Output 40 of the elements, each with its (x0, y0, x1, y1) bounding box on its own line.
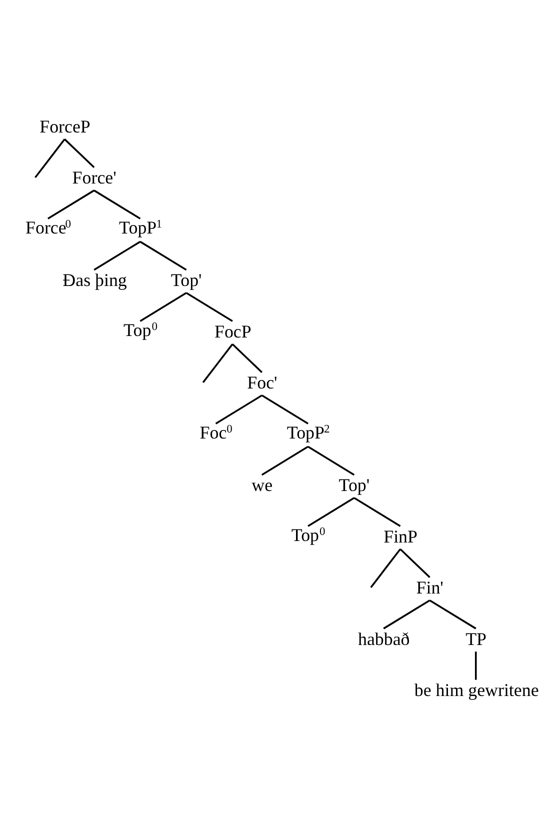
connector (474, 651, 477, 680)
node-text: TP (466, 628, 487, 648)
connector (94, 240, 141, 270)
connector (140, 292, 187, 322)
connector (308, 445, 355, 476)
node-text: FinP (384, 526, 418, 546)
node-text: ForceP (40, 116, 90, 136)
connector (140, 240, 187, 270)
connector (308, 496, 355, 526)
connector (429, 599, 476, 629)
node-text: we (252, 474, 273, 495)
connector (261, 394, 308, 424)
node-text: Top$^{0}$ (291, 524, 326, 545)
node-text: Force' (72, 167, 116, 188)
connector (400, 548, 430, 578)
connector (186, 292, 233, 322)
connector (232, 343, 263, 372)
connector (48, 189, 95, 219)
connector (94, 189, 141, 219)
node-text: Fin' (416, 577, 444, 598)
node-text: be him gewritene (414, 680, 539, 700)
connector (64, 138, 95, 168)
node-text: Foc$^{0}$ (200, 422, 232, 442)
node-text: Top' (338, 474, 370, 495)
node-text: Foc' (247, 372, 278, 392)
node-text: Đas þing (62, 270, 127, 290)
node-text: TopP$^{2}$ (286, 422, 330, 442)
connector (370, 548, 401, 588)
node-text: Top' (170, 270, 202, 290)
node-text: habbað (358, 628, 410, 648)
connector (383, 599, 430, 629)
connector (354, 496, 401, 526)
connector (34, 138, 66, 178)
node-text: Top$^{0}$ (124, 320, 158, 340)
node-text: TopP$^{1}$ (119, 217, 162, 238)
connector (202, 343, 234, 383)
connector (215, 394, 262, 424)
node-text: FocP (214, 320, 252, 341)
node-text: Force$^{0}$ (26, 217, 72, 238)
connector (261, 445, 308, 476)
